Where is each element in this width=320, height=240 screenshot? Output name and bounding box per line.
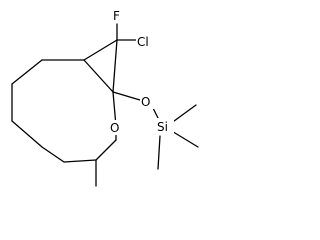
molecule-structure: F Cl O O Si	[11, 8, 199, 187]
atom-labels: F Cl O O Si	[109, 8, 174, 135]
bond-c6-c7	[63, 159, 97, 163]
bond-si-me2	[169, 129, 199, 148]
bond-c9-o	[112, 91, 141, 101]
ring-bonds	[11, 59, 117, 163]
bond-si-me1	[169, 104, 197, 125]
bond-c7-c8	[95, 139, 117, 161]
substituent-bonds	[95, 23, 199, 187]
bond-c1-cx	[83, 39, 118, 61]
atom-label-ether-oxygen: O	[141, 95, 150, 109]
bond-c4-c5	[11, 120, 43, 148]
atom-label-silicon: Si	[157, 120, 168, 134]
bond-c5-c6	[41, 146, 65, 163]
cyclopropane-bonds	[83, 39, 118, 93]
bond-c9-c1	[83, 59, 114, 93]
bond-c2-c3	[11, 59, 43, 85]
bond-si-me3	[157, 135, 161, 170]
bond-cx-c9	[112, 39, 118, 93]
atom-label-chlorine: Cl	[137, 35, 149, 49]
atom-label-ring-oxygen: O	[110, 121, 119, 135]
atom-label-fluorine: F	[113, 9, 120, 23]
